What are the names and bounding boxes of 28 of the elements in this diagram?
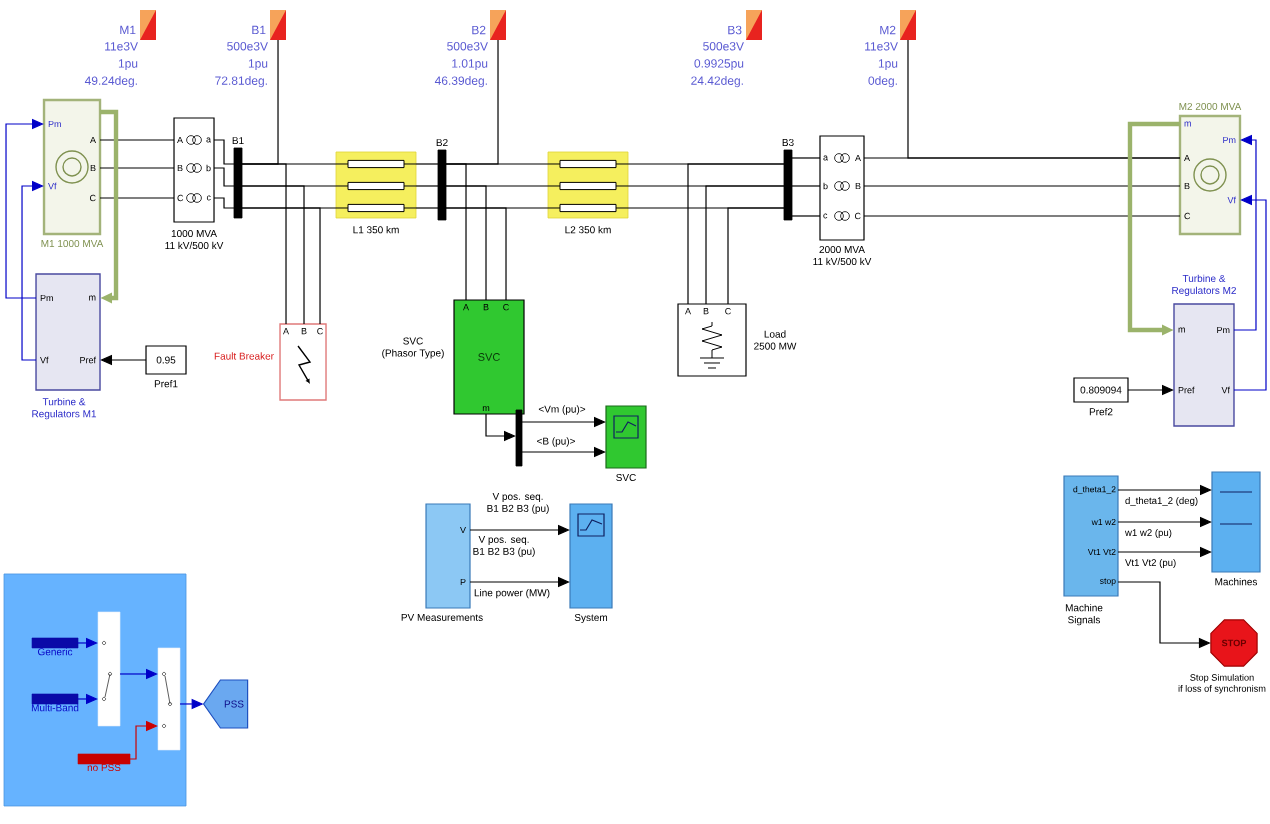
line — [241, 185, 305, 325]
line — [213, 139, 235, 165]
line — [863, 157, 1181, 159]
line — [687, 163, 785, 305]
arrow — [21, 180, 44, 361]
line — [863, 185, 1181, 187]
line — [445, 185, 487, 301]
line — [213, 167, 235, 187]
line — [99, 139, 175, 141]
line — [241, 207, 321, 325]
arrow — [100, 109, 119, 304]
line — [727, 207, 785, 305]
line — [415, 207, 439, 209]
line — [99, 167, 175, 169]
arrow — [129, 720, 158, 760]
line — [791, 215, 821, 217]
line — [445, 163, 467, 301]
line — [791, 185, 821, 187]
line — [445, 207, 507, 301]
line — [863, 215, 1181, 217]
line — [241, 163, 287, 325]
line — [791, 157, 821, 159]
line — [415, 185, 439, 187]
line — [415, 163, 439, 165]
arrow — [5, 118, 44, 299]
line — [99, 197, 175, 199]
line — [705, 185, 785, 305]
line — [213, 197, 235, 209]
